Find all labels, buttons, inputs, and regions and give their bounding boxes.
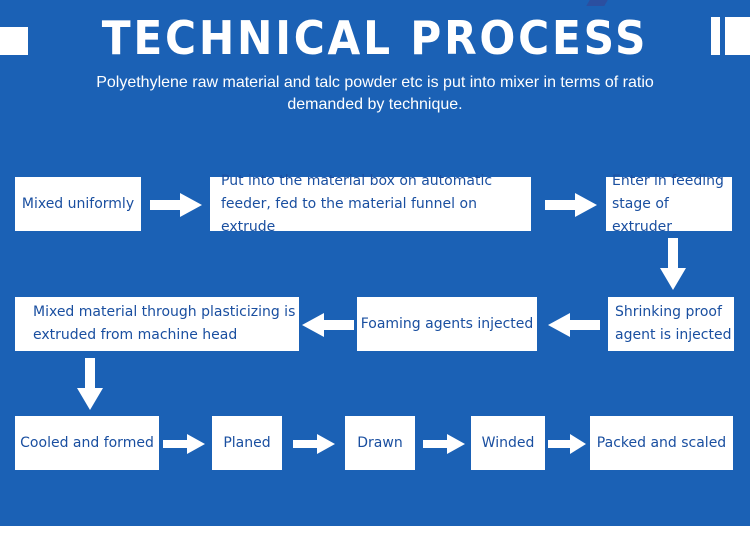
decorative-corner-right-bar — [711, 17, 720, 55]
step-label: Mixed material through plasticizing is e… — [33, 304, 296, 343]
arrow-right-icon — [548, 434, 586, 454]
step-label: Enter in feeding stage of extruder — [612, 172, 724, 235]
step-label: Winded — [481, 434, 535, 451]
step-label: Planed — [223, 434, 271, 451]
step-shrinking-proof-agent: Shrinking proof agent is injected — [608, 297, 734, 351]
step-packed-and-scaled: Packed and scaled — [590, 416, 733, 470]
step-label: Packed and scaled — [596, 434, 727, 451]
arrow-right-icon — [163, 434, 205, 454]
step-label: Put into the material box on automatic f… — [221, 172, 493, 235]
page-subtitle: Polyethylene raw material and talc powde… — [96, 74, 654, 113]
arrow-right-icon — [150, 193, 202, 217]
step-label: Foaming agents injected — [360, 315, 534, 332]
step-cooled-and-formed: Cooled and formed — [15, 416, 159, 470]
arrow-right-icon — [423, 434, 465, 454]
arrow-right-icon — [293, 434, 335, 454]
step-mixed-uniformly: Mixed uniformly — [15, 177, 141, 231]
step-label: Cooled and formed — [20, 434, 154, 451]
arrow-left-icon — [302, 313, 354, 337]
step-enter-feeding-stage: Enter in feeding stage of extruder — [606, 173, 732, 235]
step-foaming-agents-injected: Foaming agents injected — [357, 297, 537, 351]
step-mixed-material-extruded: Mixed material through plasticizing is e… — [15, 297, 299, 351]
arrow-down-icon — [660, 238, 686, 290]
bottom-border — [0, 526, 750, 537]
arrow-down-icon — [77, 358, 103, 410]
decorative-corner-left — [0, 27, 28, 55]
process-infographic: TECHNICAL PROCESS Polyethylene raw mater… — [0, 0, 750, 526]
page-title: TECHNICAL PROCESS — [101, 11, 649, 65]
step-label: Mixed uniformly — [21, 195, 135, 212]
decorative-corner-right-block — [725, 17, 750, 55]
step-winded: Winded — [471, 416, 545, 470]
step-label: Shrinking proof agent is injected — [615, 304, 732, 343]
step-drawn: Drawn — [345, 416, 415, 470]
step-label: Drawn — [357, 434, 403, 451]
step-planed: Planed — [212, 416, 282, 470]
arrow-left-icon — [548, 313, 600, 337]
decorative-flick — [586, 0, 608, 6]
step-put-into-material-box: Put into the material box on automatic f… — [210, 173, 531, 235]
arrow-right-icon — [545, 193, 597, 217]
